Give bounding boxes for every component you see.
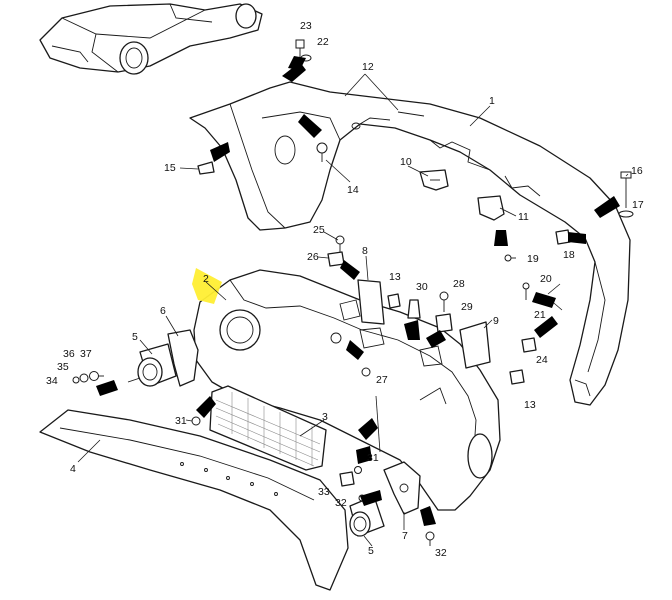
bolt-20 [522,282,530,300]
callout-26: 26 [307,251,319,263]
arrow-30 [404,320,420,340]
arrow-26 [340,260,360,280]
callout-23: 23 [300,20,312,32]
arrow-17 [594,196,620,218]
highlight-part-2 [192,268,222,304]
arrow-7 [420,506,436,526]
callout-34: 34 [46,375,58,387]
rear-diffuser [39,409,349,591]
callout-24: 24 [536,354,548,366]
arrow-14 [298,114,322,138]
bolt-16 [618,171,634,218]
arrow-15 [210,142,230,162]
callout-8: 8 [362,245,368,257]
callout-1: 1 [489,95,495,107]
callout-16: 16 [631,165,643,177]
callout-27: 27 [376,374,388,386]
nut-13-upper [387,293,401,309]
arrow-27 [346,340,364,360]
callout-32-lower: 32 [435,547,447,559]
arrow-11 [494,230,508,246]
arrow-31b [356,446,372,464]
callout-5-lower: 5 [368,545,374,557]
clip-33 [339,471,355,487]
callout-21: 21 [534,309,546,321]
bracket-9 [459,321,491,369]
callout-29: 29 [461,301,473,313]
callout-11: 11 [518,211,529,223]
arrow-31a [196,396,216,418]
clip-24 [521,337,537,353]
bolt-28 [439,291,449,312]
bolt-27 [361,367,371,377]
callout-10: 10 [400,156,412,168]
nut-13-right [509,369,525,385]
callout-5-left: 5 [132,331,138,343]
arrow-22 [282,62,306,82]
nut-31-right [354,466,362,474]
bracket-11 [477,195,505,221]
clip-18 [555,229,571,245]
mesh-grille [209,385,327,471]
leader-lines [77,73,629,547]
callout-32-upper: 32 [335,497,347,509]
callout-labels: 23 22 12 1 15 14 10 16 17 11 25 8 26 18 … [46,20,644,559]
callout-6: 6 [160,305,166,317]
callout-14: 14 [347,184,359,196]
callout-4: 4 [70,463,76,475]
callout-25: 25 [313,224,325,236]
arrow-18 [568,232,586,244]
clip-29 [435,313,453,333]
callout-31-left: 31 [175,415,187,427]
callout-33: 33 [318,486,330,498]
bracket-10 [419,169,449,191]
arrow-3 [358,418,378,440]
callout-20: 20 [540,273,552,285]
callout-22: 22 [317,36,329,48]
bracket-8 [357,279,385,325]
callout-37: 37 [80,348,92,360]
callout-13-right: 13 [524,399,536,411]
arrow-21a [532,292,556,308]
car-thumbnail [39,3,263,75]
callout-9: 9 [493,315,499,327]
arrow-5 [96,380,118,396]
callout-17: 17 [632,199,644,211]
arrow-29 [426,330,446,348]
bolt-32-lower [425,531,435,546]
arrow-33 [360,490,382,506]
clip-26 [327,251,345,267]
callout-19: 19 [527,253,539,265]
callout-12: 12 [362,61,374,73]
clip-15 [197,161,215,175]
callout-36: 36 [63,348,75,360]
nut-31-left [191,416,201,426]
fastener-14 [316,142,328,162]
bracket-6 [167,329,199,387]
callout-2: 2 [203,273,209,285]
bolt-19 [504,254,516,262]
fog-lamp-5-lower [349,495,385,537]
callout-3: 3 [322,411,328,423]
rear-bumper-lower-panel [193,269,501,511]
callout-28: 28 [453,278,465,290]
callout-18: 18 [563,249,575,261]
callout-13-upper: 13 [389,271,401,283]
washer-set [72,371,104,384]
fog-lamp-5-left [127,343,177,387]
bracket-7 [383,461,421,515]
callout-15: 15 [164,162,176,174]
pointer-arrows [96,56,620,526]
fastener-30 [407,299,421,319]
rear-bumper-upper-shell [189,81,631,406]
clip-25 [335,235,345,252]
arrow-21b [534,316,558,338]
callout-7: 7 [402,530,408,542]
callout-31-right: 31 [367,452,379,464]
callout-35: 35 [57,361,69,373]
callout-30: 30 [416,281,428,293]
